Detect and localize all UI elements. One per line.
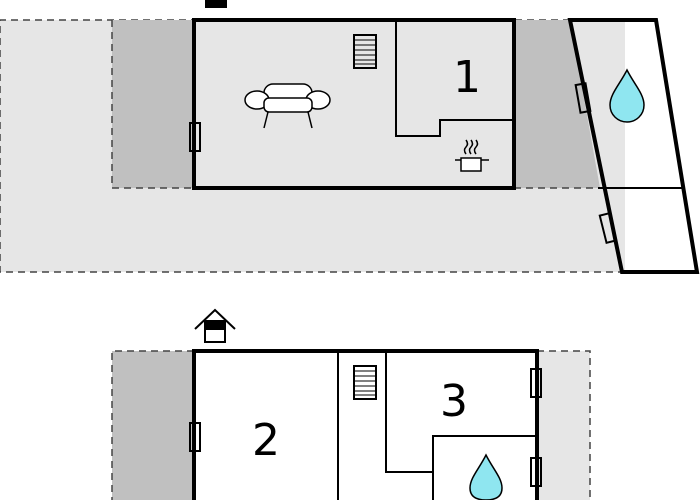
bathroom-lower-wall (432, 435, 537, 500)
terrace-left-dark (112, 20, 194, 188)
terrace-lower-right-dash (537, 350, 591, 500)
window-lower-right-upper (530, 368, 542, 398)
room-label-3: 3 (440, 376, 468, 427)
window-annex-upper (574, 82, 592, 114)
water-drop-icon (469, 453, 503, 500)
upper-floor: 1 (0, 0, 700, 274)
terrace-lower-left-dash (111, 350, 194, 500)
room-label-2: 2 (252, 415, 280, 466)
cooking-pot-icon (455, 139, 489, 172)
terrace-lower-right (537, 351, 590, 500)
window-annex-lower (598, 211, 618, 245)
terrace-dashed-border (0, 19, 620, 273)
window-lower-right-lower (530, 457, 542, 487)
room-label-1: 1 (453, 52, 481, 103)
sofa-icon (244, 83, 331, 129)
lower-floor: 2 3 (111, 308, 591, 500)
room-3-wall (385, 351, 433, 473)
window-lower-left (189, 422, 201, 452)
stairs-icon (353, 34, 377, 69)
water-drop-icon (609, 68, 645, 123)
room-1-wall (395, 20, 514, 137)
house-entrance-icon (194, 308, 236, 343)
entrance-marker (205, 0, 227, 8)
window-left (189, 122, 201, 152)
building-lower (192, 349, 539, 500)
stairs-icon (353, 365, 377, 400)
building-main (192, 18, 516, 190)
terrace-right-dark (514, 20, 600, 188)
terrace-lower-left (112, 351, 194, 500)
